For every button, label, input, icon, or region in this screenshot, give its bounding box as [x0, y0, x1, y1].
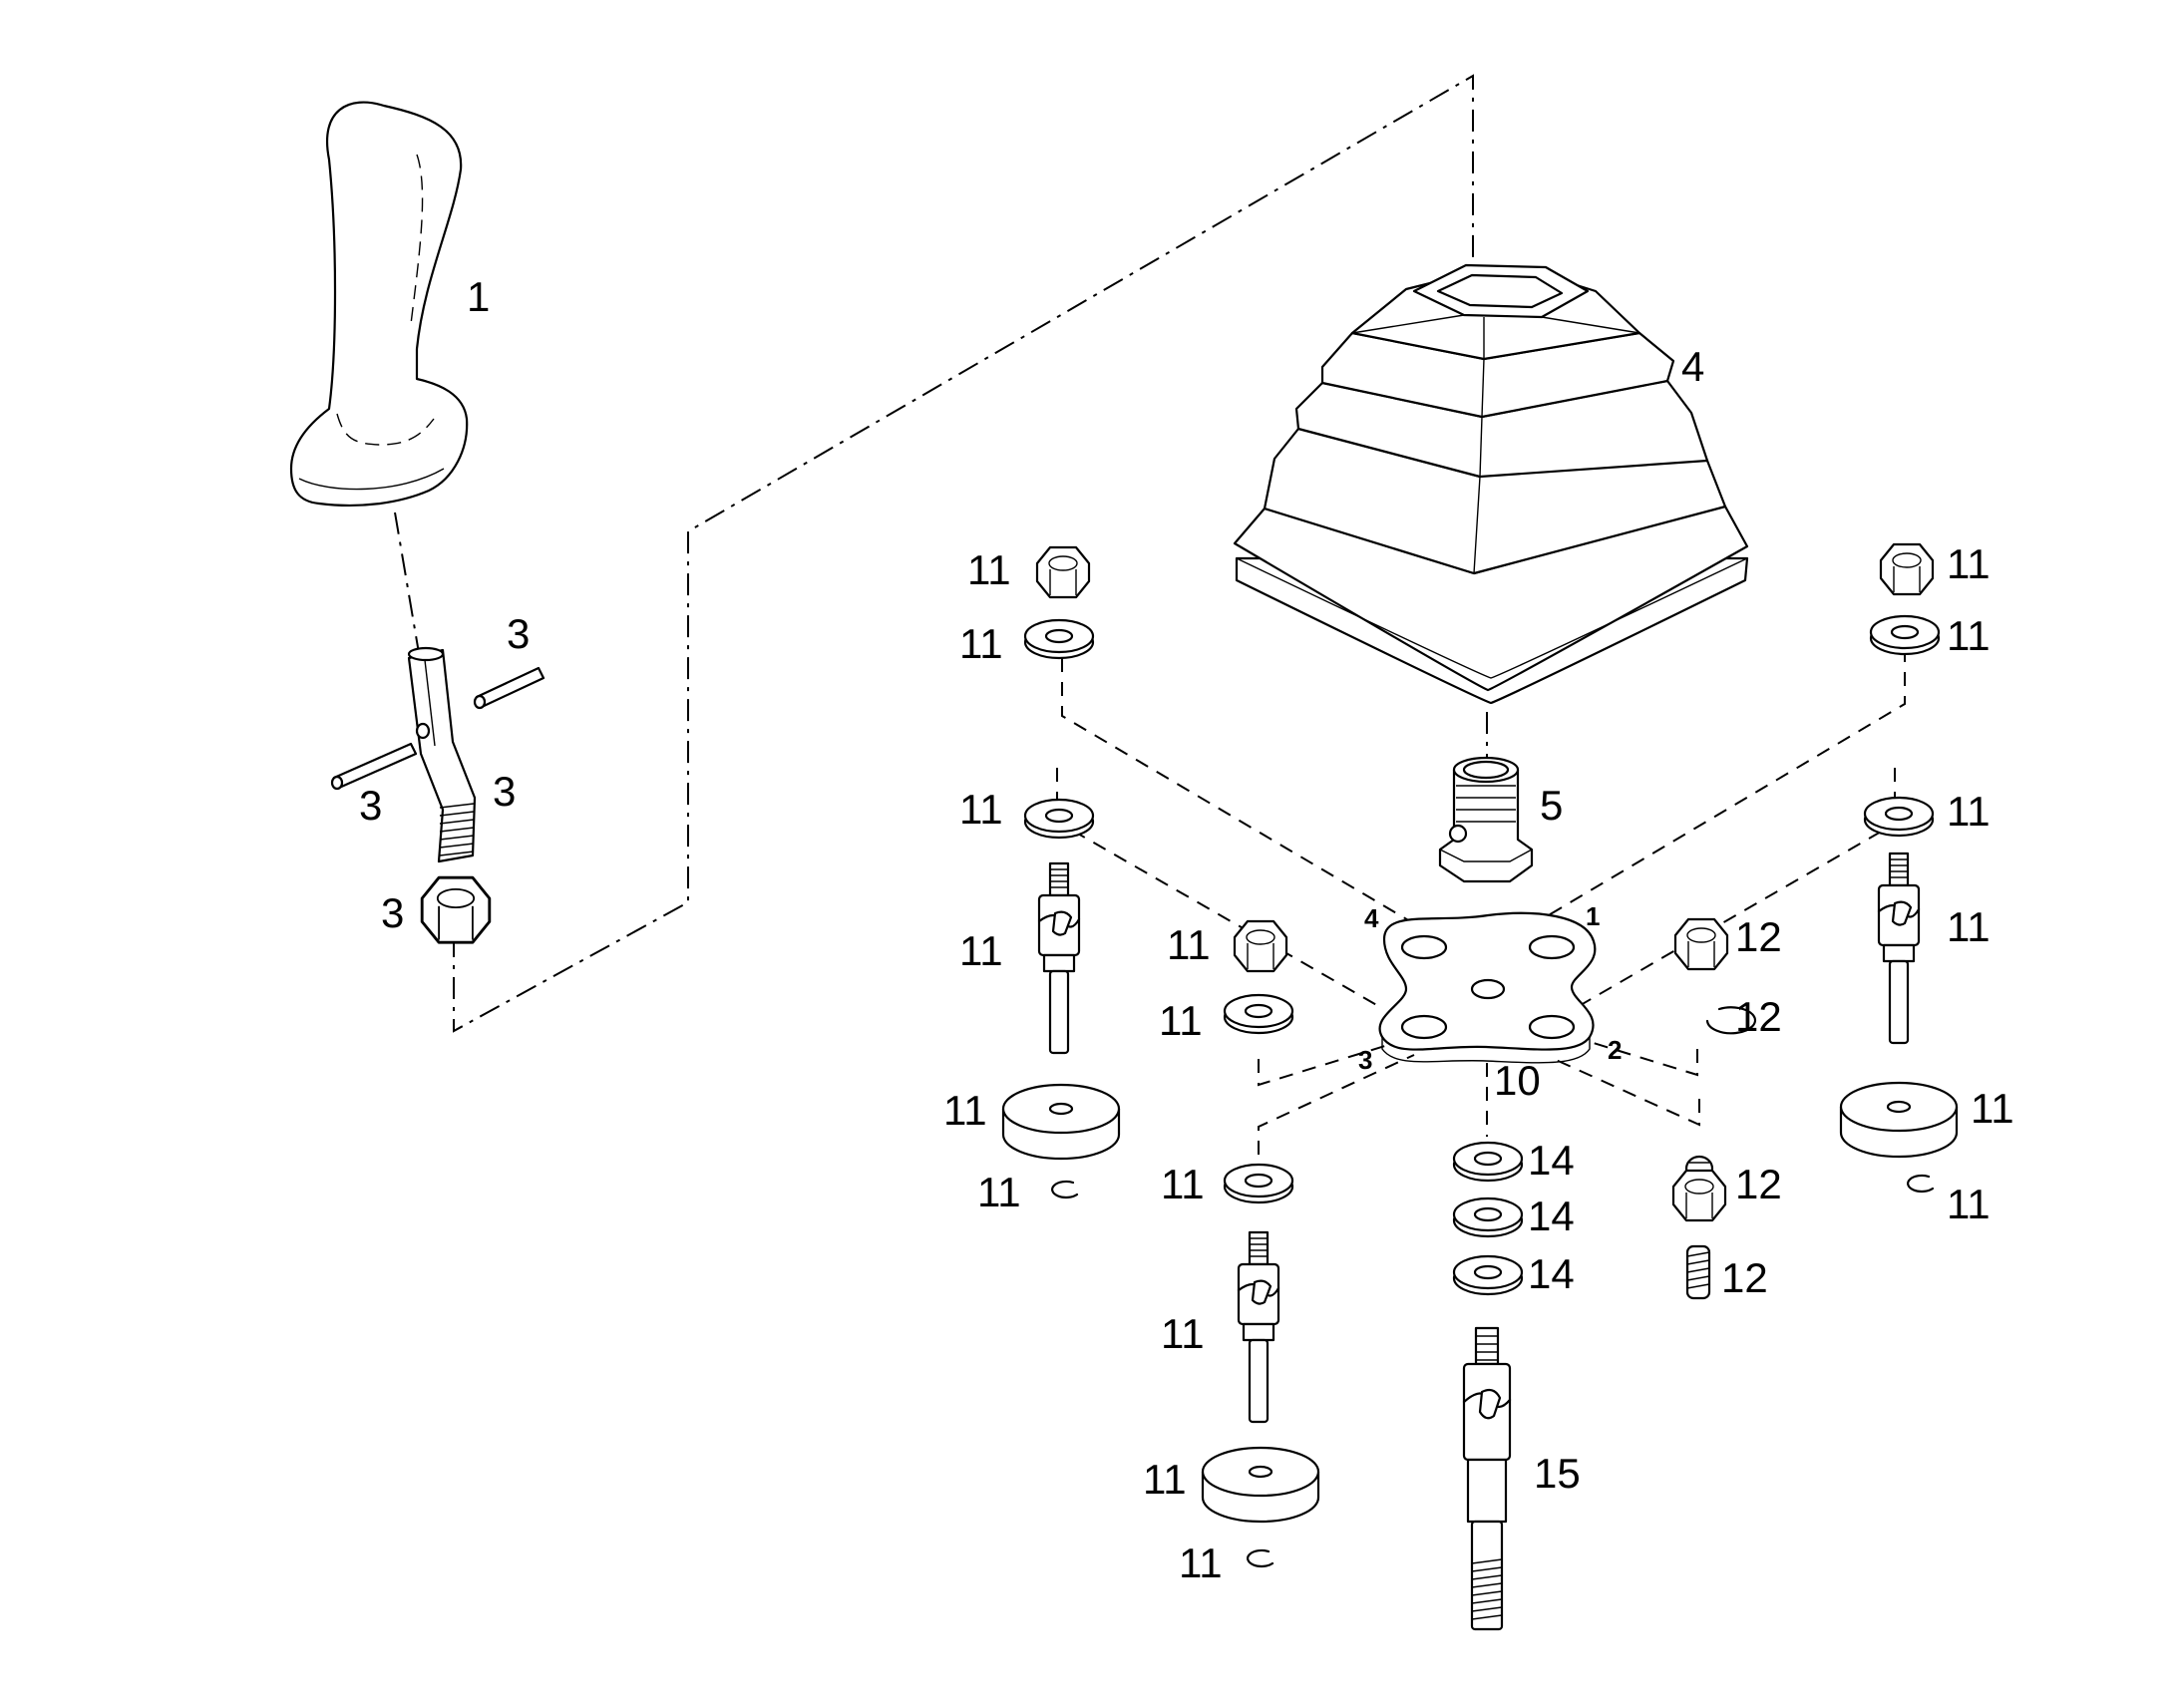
label-shaft-15: 15	[1534, 1450, 1581, 1497]
label-plate: 10	[1494, 1057, 1541, 1104]
jam-nut	[420, 875, 492, 944]
retaining-clip-left	[1051, 1180, 1079, 1199]
plate-corner-4: 4	[1364, 903, 1379, 933]
label-disc-bottom: 11	[1143, 1456, 1187, 1503]
hex-nut-top-left	[1035, 545, 1091, 599]
label-spring-12: 12	[1721, 1254, 1768, 1301]
label-nut-12b: 12	[1735, 1161, 1782, 1207]
label-washer-top-right: 11	[1947, 612, 1991, 659]
label-clip-12: 12	[1735, 993, 1782, 1040]
label-clip-left: 11	[977, 1169, 1021, 1215]
label-washer-top-left: 11	[959, 620, 1003, 667]
plunger-right	[1877, 852, 1921, 1045]
label-nut-top-right: 11	[1947, 540, 1991, 587]
label-washer-bottom: 11	[1161, 1161, 1205, 1207]
plunger-left	[1037, 861, 1081, 1055]
label-nut-12a: 12	[1735, 913, 1782, 960]
plate-corner-2: 2	[1608, 1035, 1622, 1065]
label-shim-c: 14	[1528, 1250, 1575, 1297]
label-disc-right: 11	[1971, 1085, 2014, 1132]
washer-top-left	[1023, 618, 1095, 660]
retaining-clip-bottom	[1247, 1548, 1274, 1568]
washer-top-right	[1869, 614, 1941, 656]
shim-a	[1452, 1141, 1524, 1183]
label-plunger-bottom: 11	[1161, 1310, 1205, 1357]
washer-left	[1023, 798, 1095, 840]
label-washer-right: 11	[1947, 788, 1991, 835]
label-clip-bottom: 11	[1179, 1539, 1223, 1586]
label-washer-left: 11	[959, 786, 1003, 833]
washer-bottom	[1223, 1163, 1294, 1204]
hex-nut-top-right	[1879, 542, 1935, 596]
rubber-boot	[1233, 263, 1749, 705]
label-shim-b: 14	[1528, 1193, 1575, 1239]
washer-center	[1223, 993, 1294, 1035]
plate-corner-3: 3	[1358, 1045, 1372, 1075]
joystick-handle	[289, 101, 469, 507]
label-plunger-right: 11	[1947, 903, 1991, 950]
cap-nut-12	[1671, 1155, 1727, 1222]
label-plunger-left: 11	[959, 927, 1003, 974]
hex-nut-center	[1233, 919, 1288, 973]
label-handle: 1	[467, 273, 490, 320]
label-boot: 4	[1681, 343, 1704, 390]
shim-c	[1452, 1254, 1524, 1296]
roll-pin-b	[330, 742, 418, 791]
label-pin-b: 3	[359, 782, 382, 829]
label-pin-a: 3	[507, 610, 530, 657]
label-disc-left: 11	[943, 1087, 987, 1134]
retaining-clip-right	[1907, 1174, 1935, 1194]
label-shim-a: 14	[1528, 1137, 1575, 1184]
roll-pin-a	[473, 666, 545, 710]
disc-bottom	[1201, 1446, 1320, 1524]
spring-12	[1685, 1244, 1711, 1300]
callout-labels: 1 3 3 3 3 4 5 10 11 11 11 11 11 11 11 11…	[359, 273, 2014, 1586]
disc-left	[1001, 1083, 1121, 1161]
main-shaft-15	[1462, 1326, 1512, 1631]
plate-corner-1: 1	[1586, 901, 1600, 931]
label-nut: 3	[381, 889, 404, 936]
leader-lines	[394, 74, 1906, 1155]
cross-plate	[1378, 911, 1597, 1064]
plunger-bottom	[1237, 1230, 1280, 1424]
label-nut-center: 11	[1167, 921, 1211, 968]
label-nut-top-left: 11	[967, 546, 1011, 593]
label-shaft: 3	[493, 768, 516, 815]
label-adapter: 5	[1540, 782, 1563, 829]
label-clip-right: 11	[1947, 1181, 1991, 1227]
snap-ring-12	[1705, 1006, 1756, 1035]
threaded-adapter	[1438, 756, 1534, 883]
shim-b	[1452, 1196, 1524, 1238]
disc-right	[1839, 1081, 1959, 1159]
lever-shaft	[407, 646, 477, 863]
hex-nut-12	[1673, 917, 1729, 971]
label-washer-center: 11	[1159, 997, 1203, 1044]
washer-right	[1863, 796, 1935, 838]
